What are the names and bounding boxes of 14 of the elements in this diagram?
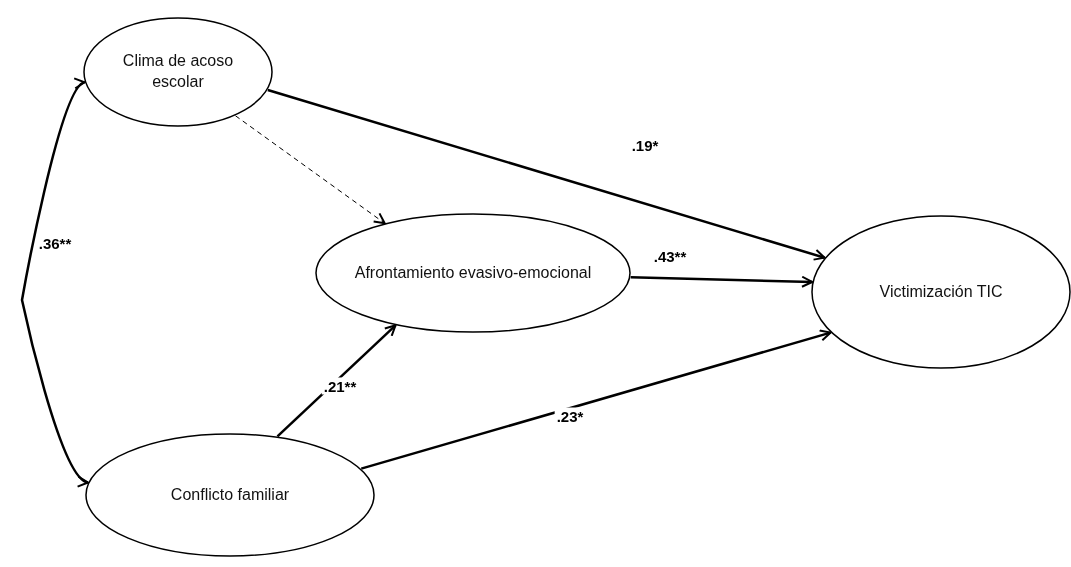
arrow xyxy=(267,88,826,261)
ellipse-node xyxy=(811,215,1071,369)
node-label: Clima de acoso escolar xyxy=(121,51,235,92)
path-coefficient: .23* xyxy=(554,407,586,425)
node-label: Victimización TIC xyxy=(879,281,1003,302)
ellipse-node xyxy=(315,213,631,333)
path-coefficient: .21** xyxy=(321,377,359,395)
node-label: Conflicto familiar xyxy=(170,484,290,505)
ellipse-node xyxy=(83,17,273,127)
dashed-arrow xyxy=(235,115,386,225)
arrow xyxy=(360,329,832,470)
arrow xyxy=(630,275,814,288)
ellipse-node xyxy=(85,433,375,557)
node-label: Afrontamiento evasivo-emocional xyxy=(354,262,592,283)
